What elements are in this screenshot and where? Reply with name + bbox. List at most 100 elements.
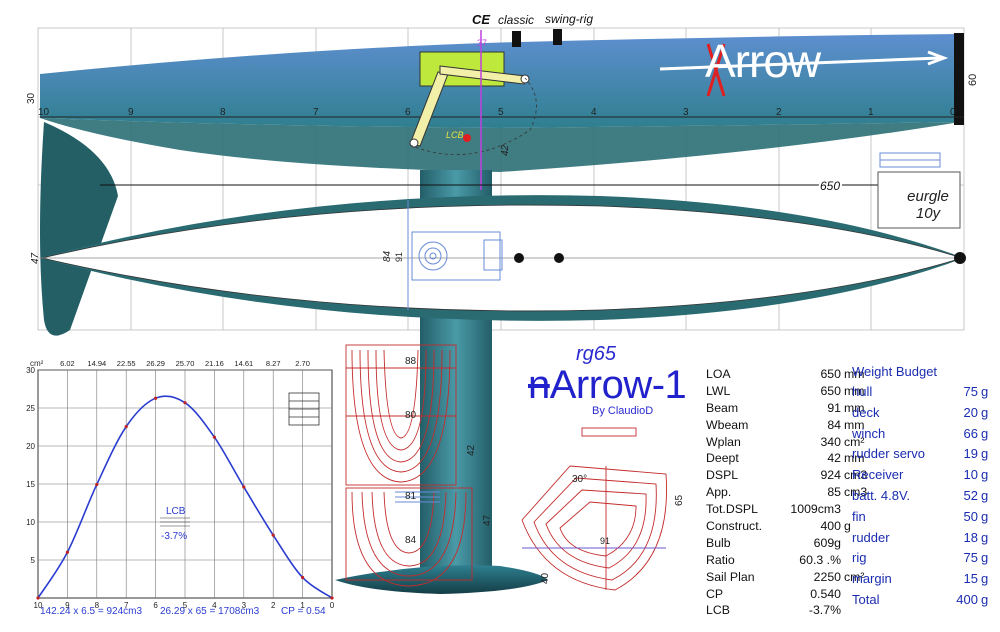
chart-y-tick-label: 20 <box>26 442 35 451</box>
weight-item: rudder <box>852 529 890 545</box>
chart-x-tick-label: 0 <box>330 601 335 610</box>
spec-value: 85 <box>827 485 841 500</box>
station-label: 7 <box>313 107 319 118</box>
author: By ClaudioD <box>592 405 654 417</box>
chart-x-tick-label: 9 <box>65 601 70 610</box>
transom <box>954 33 964 125</box>
chart-top-label: 21.16 <box>205 359 224 368</box>
weight-item: margin <box>852 571 892 587</box>
lcb-marker <box>463 134 471 142</box>
chart-footer-1: 142.24 x 6.5 = 924cm3 <box>40 606 142 617</box>
weight-item: rig <box>852 550 867 566</box>
weight-unit: g <box>981 550 989 566</box>
spec-key: LCB <box>706 603 730 618</box>
body-beam-label: 91 <box>600 536 610 546</box>
chart-footer-3: CP = 0.54 <box>281 606 326 617</box>
weight-value: 75 <box>963 550 978 566</box>
chart-x-tick-label: 10 <box>34 601 43 610</box>
chart-top-label: 22.55 <box>117 359 136 368</box>
weight-unit: g <box>981 591 989 607</box>
logo-arrow <box>659 56 941 71</box>
spec-key: Wplan <box>706 434 741 449</box>
chart-x-tick-label: 8 <box>95 601 100 610</box>
mast-step-swing <box>554 253 564 263</box>
weight-value: 52 <box>963 487 978 503</box>
model-name: nArrow-1 <box>528 363 687 408</box>
winch-arc <box>409 77 537 155</box>
weight-unit: g <box>981 446 989 462</box>
chart-y-tick-label: 25 <box>26 404 35 413</box>
section-label-88: 88 <box>405 356 417 367</box>
station-label: 2 <box>776 107 782 118</box>
chart-top-label: 6.02 <box>60 359 75 368</box>
chart-point <box>154 396 158 400</box>
spec-unit: mm <box>844 400 865 415</box>
chart-x-tick-label: 6 <box>153 601 158 610</box>
section-label-81: 81 <box>405 491 417 502</box>
weight-value: 18 <box>963 529 978 545</box>
station-label: 9 <box>128 107 134 118</box>
spec-value: 650 <box>820 367 841 381</box>
weight-unit: g <box>981 467 989 483</box>
weight-unit: g <box>981 425 989 441</box>
lcb-hatch <box>160 517 190 527</box>
spec-value: 42 <box>827 451 841 466</box>
class-name: rg65 <box>576 343 617 365</box>
chart-y-tick-label: 15 <box>26 480 35 489</box>
spec-key: Tot.DSPL <box>706 502 758 517</box>
spec-key: Sail Plan <box>706 569 755 584</box>
section-label-80: 80 <box>405 410 417 421</box>
spec-value: -3.7% <box>808 603 841 618</box>
chart-point <box>242 485 246 489</box>
model-prefix: n <box>528 363 550 407</box>
section-label-84: 84 <box>405 535 417 546</box>
weight-item: batt. 4.8V. <box>852 487 911 503</box>
weight-unit: g <box>981 508 989 524</box>
chart-y-tick-label: 5 <box>31 556 36 565</box>
weight-unit: g <box>981 571 989 587</box>
chart-x-tick-label: 5 <box>183 601 188 610</box>
chart-top-label: 8.27 <box>266 359 281 368</box>
heel-angle-label: 30° <box>572 474 587 485</box>
spec-value: 91 <box>827 400 841 415</box>
logo-text: Arrow <box>705 35 821 87</box>
spec-value: 0.540 <box>810 586 841 601</box>
weight-value: 400 <box>956 591 978 607</box>
freeboard-bow-label: 60 <box>967 74 979 86</box>
weight-value: 66 <box>963 425 978 441</box>
chart-x-tick-label: 2 <box>271 601 276 610</box>
chart-point <box>330 596 334 600</box>
section-label-47: 47 <box>482 514 493 526</box>
chart-point <box>183 401 187 405</box>
spec-key: Construct. <box>706 519 763 534</box>
length-label: 650 <box>820 179 840 193</box>
classic-label: classic <box>498 13 534 27</box>
spec-key: Deept <box>706 451 739 466</box>
stern-beam-label: 47 <box>30 252 41 264</box>
chart-lcb-label: LCB <box>166 506 186 517</box>
servo-box-label: eurgle 10y <box>893 188 963 222</box>
chart-point <box>212 435 216 439</box>
chart-top-label: 2.70 <box>295 359 310 368</box>
spec-unit: cm² <box>844 434 865 449</box>
spec-value: 84 <box>827 417 841 432</box>
logo-cross <box>706 43 726 97</box>
weight-item: Receiver <box>852 467 904 483</box>
